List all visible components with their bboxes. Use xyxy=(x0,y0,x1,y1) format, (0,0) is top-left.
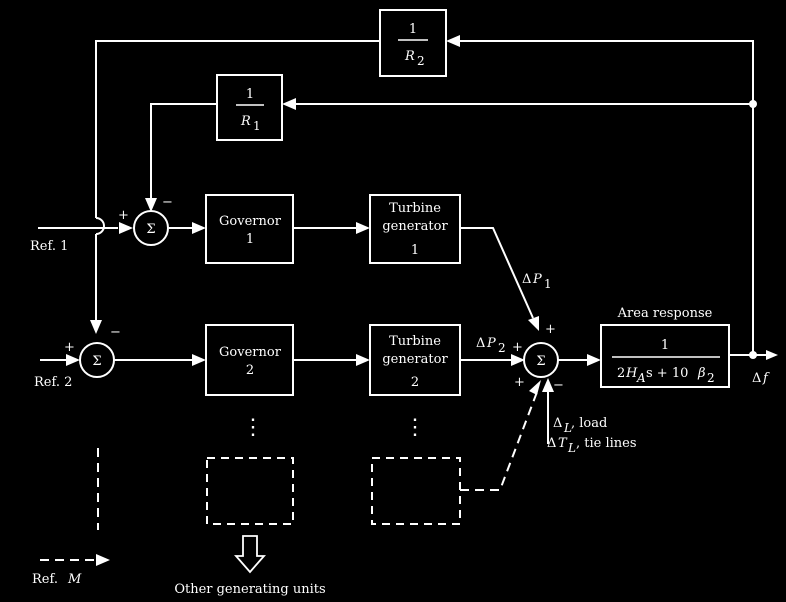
hollow-down-arrow xyxy=(234,535,266,574)
delta-f-label: Δ f xyxy=(752,371,770,386)
sum1-symbol: Σ xyxy=(146,222,155,237)
svg-text:2: 2 xyxy=(498,341,506,355)
r1-block: 1 R 1 xyxy=(216,74,283,141)
unit-m-dashed xyxy=(40,380,541,566)
sum2-minus: − xyxy=(110,325,121,340)
vertical-ellipsis: ⋮ xyxy=(404,415,426,440)
svg-text:f: f xyxy=(762,371,770,386)
r1-numerator: 1 xyxy=(246,87,254,102)
r2-denominator: R xyxy=(404,49,415,64)
turbine-generator1-block: Turbine generator 1 xyxy=(369,194,461,264)
svg-text:M: M xyxy=(67,572,82,587)
delta-p1-label: Δ P 1 xyxy=(522,272,552,291)
vertical-ellipsis: ⋮ xyxy=(242,415,264,440)
tie-lines-label: Δ T L , tie lines xyxy=(547,436,637,455)
svg-text:1: 1 xyxy=(246,232,254,247)
sum2-symbol: Σ xyxy=(92,354,101,369)
svg-text:Governor: Governor xyxy=(219,214,282,229)
r2-numerator: 1 xyxy=(409,22,417,37)
svg-text:β: β xyxy=(697,366,706,381)
main-sum-symbol: Σ xyxy=(536,354,545,369)
svg-text:L: L xyxy=(567,441,576,455)
sum1-plus: + xyxy=(118,208,129,223)
svg-text:P: P xyxy=(486,336,496,351)
svg-text:2: 2 xyxy=(617,366,625,381)
svg-text:Ref.: Ref. xyxy=(32,572,58,587)
main-sum-junction: Σ + + + − xyxy=(512,322,564,393)
svg-text:Δ: Δ xyxy=(522,272,531,287)
svg-text:1: 1 xyxy=(411,243,419,258)
governor2-block: Governor 2 xyxy=(205,324,294,396)
ref1-label: Ref. 1 xyxy=(30,239,68,254)
svg-text:Δ: Δ xyxy=(553,416,562,431)
governor1-block: Governor 1 xyxy=(205,194,294,264)
svg-text:Δ: Δ xyxy=(752,371,761,386)
sum2-junction: Σ + − xyxy=(64,325,121,378)
r1-subscript: 1 xyxy=(253,119,261,133)
main-sum-plus-left: + xyxy=(512,340,523,355)
row2-signal-path xyxy=(40,350,778,366)
turbine-generator2-block: Turbine generator 2 xyxy=(369,324,461,396)
svg-text:2: 2 xyxy=(707,371,715,385)
svg-text:2: 2 xyxy=(411,375,419,390)
svg-text:Turbine: Turbine xyxy=(389,334,441,349)
junction-dot xyxy=(749,100,757,108)
svg-text:Turbine: Turbine xyxy=(389,201,441,216)
svg-text:P: P xyxy=(532,272,542,287)
area-response-title: Area response xyxy=(617,306,713,321)
svg-text:2: 2 xyxy=(246,363,254,378)
main-sum-plus-top: + xyxy=(545,322,556,337)
svg-text:A: A xyxy=(636,371,646,385)
load-disturbance-label: Δ L , load xyxy=(553,416,607,435)
r2-block: 1 R 2 xyxy=(379,9,447,77)
other-units-label: Other generating units xyxy=(174,582,325,597)
svg-text:T: T xyxy=(558,436,568,451)
main-sum-plus-bottom: + xyxy=(514,375,525,390)
sum1-junction: Σ + − xyxy=(118,195,173,246)
r2-subscript: 2 xyxy=(417,54,425,68)
svg-text:1: 1 xyxy=(544,277,552,291)
row1-signal-path xyxy=(38,222,539,331)
delta-p2-label: Δ P 2 xyxy=(476,336,506,355)
svg-text:generator: generator xyxy=(382,219,448,234)
svg-text:generator: generator xyxy=(382,352,448,367)
svg-text:Δ: Δ xyxy=(547,436,556,451)
sum1-minus: − xyxy=(162,195,173,210)
svg-text:Governor: Governor xyxy=(219,345,282,360)
r1-feedback-path xyxy=(145,98,753,212)
svg-text:s + 10: s + 10 xyxy=(646,366,688,381)
svg-text:, load: , load xyxy=(571,416,607,431)
svg-text:, tie lines: , tie lines xyxy=(576,436,637,451)
svg-text:H: H xyxy=(625,366,638,381)
r1-denominator: R xyxy=(240,114,251,129)
r2-feedback-path xyxy=(90,35,754,355)
svg-text:Δ: Δ xyxy=(476,336,485,351)
ref-m-label: Ref. M xyxy=(32,572,82,587)
disturbance-input xyxy=(542,378,554,444)
ref2-label: Ref. 2 xyxy=(34,375,72,390)
svg-text:L: L xyxy=(563,421,572,435)
main-sum-minus: − xyxy=(553,378,564,393)
area-response-block: Area response 1 2 H A s + 10 β 2 xyxy=(600,306,730,388)
sum2-plus: + xyxy=(64,340,75,355)
svg-text:1: 1 xyxy=(661,338,669,353)
